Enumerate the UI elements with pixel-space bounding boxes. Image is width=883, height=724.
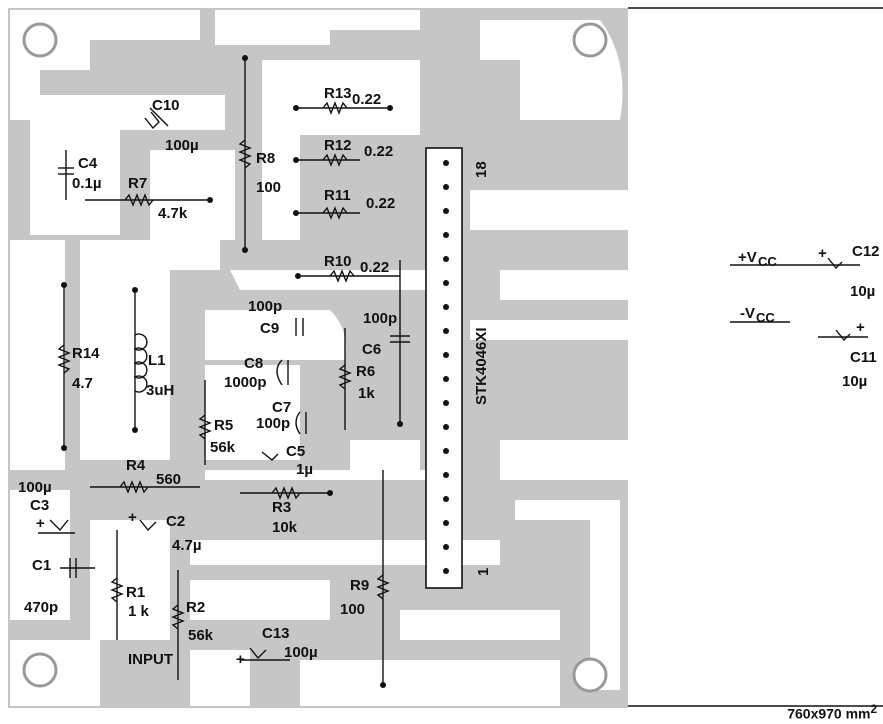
label-ic-part: STK4046XI [473, 327, 490, 405]
label-c2-ref: C2 [166, 513, 185, 530]
label-c6-ref: C6 [362, 341, 381, 358]
label-r11-ref: R11 [324, 187, 351, 204]
label-c12-value: 10µ [850, 283, 875, 300]
label-c10-ref: C10 [152, 97, 180, 114]
label-r2-ref: R2 [186, 599, 205, 616]
label-r4-value: 560 [156, 471, 181, 488]
label-c7-ref: C7 [272, 399, 291, 416]
label-c13-value: 100µ [284, 644, 318, 661]
label-l1-value: 3uH [146, 382, 174, 399]
label-r12-ref: R12 [324, 137, 352, 154]
label-r1-ref: R1 [126, 584, 145, 601]
label-c6-value: 100p [363, 310, 397, 327]
label-r13-value: 0.22 [352, 91, 381, 108]
label-c11-value: 10µ [842, 373, 867, 390]
label-c13-plus: + [236, 651, 245, 668]
label-c11-plus: + [856, 319, 865, 336]
label-r8-value: 100 [256, 179, 281, 196]
label-c8-value: 1000p [224, 374, 267, 391]
label-r9-ref: R9 [350, 577, 369, 594]
label-c1-ref: C1 [32, 557, 51, 574]
label-c3-value: 100µ [18, 479, 52, 496]
label-r5-ref: R5 [214, 417, 233, 434]
label-r1-value: 1 k [128, 603, 150, 620]
label-r11-value: 0.22 [366, 195, 395, 212]
label-r8-ref: R8 [256, 150, 275, 167]
label-c5-value: 1µ [296, 461, 313, 478]
ic-stk4046-outline [425, 147, 463, 589]
label-r12-value: 0.22 [364, 143, 393, 160]
label-c12-plus: + [818, 245, 827, 262]
label-c7-value: 100p [256, 415, 290, 432]
label-input: INPUT [128, 651, 173, 668]
label-c8-ref: C8 [244, 355, 263, 372]
dimensions-exponent: 2 [870, 703, 877, 717]
label-r13-ref: R13 [324, 85, 352, 102]
board-dimensions: 760x970 mm2 [787, 703, 877, 722]
label-c1-value: 470p [24, 599, 58, 616]
label-c13-ref: C13 [262, 625, 290, 642]
label-c3-ref: C3 [30, 497, 49, 514]
component-labels: R13 0.22 R12 0.22 R11 0.22 R10 0.22 C10 … [18, 85, 880, 668]
label-r6-ref: R6 [356, 363, 375, 380]
label-r7-ref: R7 [128, 175, 147, 192]
label-vcc-pos-sub: CC [758, 254, 777, 269]
label-c4-value: 0.1µ [72, 175, 102, 192]
label-c12-ref: C12 [852, 243, 880, 260]
label-c10-value: 100µ [165, 137, 199, 154]
label-r10-ref: R10 [324, 253, 352, 270]
label-vcc-neg-sub: CC [756, 310, 775, 325]
label-c2-value: 4.7µ [172, 537, 202, 554]
label-c9-ref: C9 [260, 320, 279, 337]
label-r9-value: 100 [340, 601, 365, 618]
label-c11-ref: C11 [850, 349, 877, 366]
label-vcc-pos: +V [738, 249, 757, 266]
label-ic-pin-last: 1 [475, 568, 492, 576]
label-c3-plus: + [36, 515, 45, 532]
label-c5-ref: C5 [286, 443, 305, 460]
label-r4-ref: R4 [126, 457, 146, 474]
component-symbols [38, 55, 868, 688]
label-r2-value: 56k [188, 627, 214, 644]
label-r3-value: 10k [272, 519, 298, 536]
label-l1-ref: L1 [148, 352, 166, 369]
label-ic-pin-first: 18 [473, 161, 490, 178]
label-r6-value: 1k [358, 385, 375, 402]
copper-traces [10, 10, 880, 706]
label-c9-value: 100p [248, 298, 282, 315]
label-vcc-neg: -V [740, 305, 755, 322]
label-r10-value: 0.22 [360, 259, 389, 276]
mounting-holes [22, 22, 608, 693]
label-r7-value: 4.7k [158, 205, 188, 222]
dimensions-text: 760x970 mm [787, 706, 871, 722]
label-r14-ref: R14 [72, 345, 100, 362]
label-c4-ref: C4 [78, 155, 98, 172]
label-r14-value: 4.7 [72, 375, 93, 392]
label-c2-plus: + [128, 509, 137, 526]
label-r5-value: 56k [210, 439, 236, 456]
label-r3-ref: R3 [272, 499, 291, 516]
